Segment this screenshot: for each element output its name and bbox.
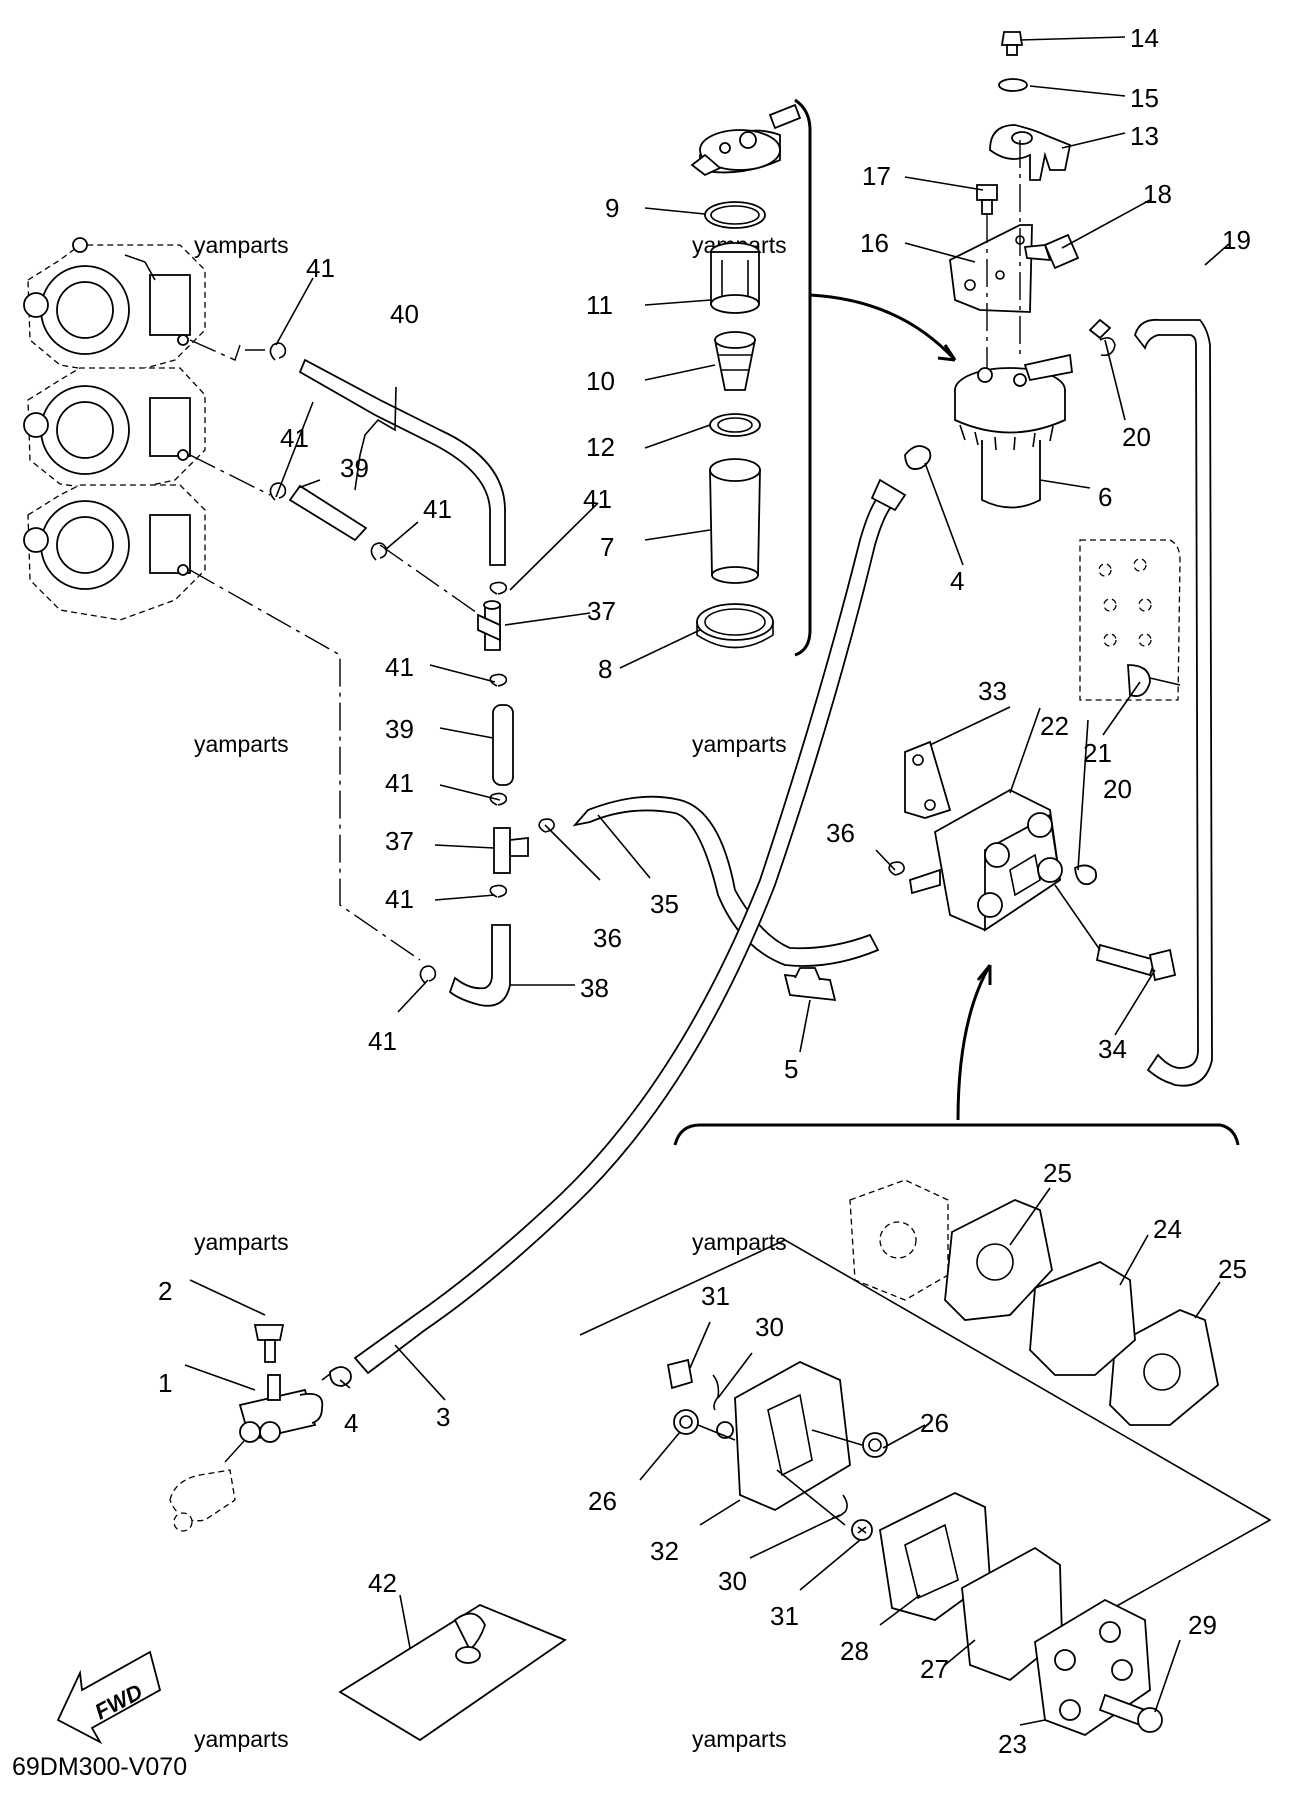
leader-lines: [184, 36, 1231, 1726]
diagram-code: 69DM300-V070: [12, 1753, 187, 1781]
part-label: 23: [998, 1729, 1027, 1759]
watermark: yamparts: [194, 1726, 289, 1752]
part-label: 15: [1130, 83, 1159, 113]
part-label: 42: [368, 1568, 397, 1598]
part-label: 25: [1218, 1254, 1247, 1284]
watermark: yamparts: [194, 1229, 289, 1255]
part-label: 29: [1188, 1610, 1217, 1640]
part-label: 28: [840, 1636, 869, 1666]
carburetor-assembly: [23, 237, 206, 621]
fwd-arrow: FWD: [56, 1650, 162, 1745]
part-label: 2: [158, 1276, 172, 1306]
manual-pouch: [338, 1603, 567, 1742]
part-label: 20: [1103, 774, 1132, 804]
part-label: 1: [158, 1368, 172, 1398]
part-label: 8: [598, 654, 612, 684]
part-label: 18: [1143, 179, 1172, 209]
main-fuel-line: [353, 478, 907, 1375]
part-label: 27: [920, 1654, 949, 1684]
watermark: yamparts: [692, 1229, 787, 1255]
part-label: 40: [390, 299, 419, 329]
part-label: 13: [1130, 121, 1159, 151]
part-label: 4: [950, 566, 964, 596]
part-label: 37: [385, 826, 414, 856]
part-label: 41: [306, 253, 335, 283]
part-label: 9: [605, 193, 619, 223]
part-label: 21: [1083, 738, 1112, 768]
watermark: yamparts: [692, 731, 787, 757]
part-label: 5: [784, 1054, 798, 1084]
part-label: 41: [280, 423, 309, 453]
watermark: yamparts: [194, 232, 289, 258]
watermark: yamparts: [194, 731, 289, 757]
part-label: 10: [586, 366, 615, 396]
part-label: 37: [587, 596, 616, 626]
part-labels: 1 2 3 4 4 5 6 7 8 9 10 11 12 13 14 15 16…: [158, 23, 1251, 1759]
part-label: 26: [588, 1486, 617, 1516]
part-label: 14: [1130, 23, 1159, 53]
fuel-pump-assembly: [904, 740, 1177, 1121]
part-label: 6: [1098, 482, 1112, 512]
part-label: 35: [650, 889, 679, 919]
hose-clip: [783, 967, 837, 1002]
part-label: 11: [586, 290, 613, 320]
watermark: yamparts: [692, 1726, 787, 1752]
part-label: 3: [436, 1402, 450, 1432]
part-label: 36: [593, 923, 622, 953]
part-label: 41: [385, 884, 414, 914]
fuel-joint: [169, 1324, 352, 1532]
part-label: 36: [826, 818, 855, 848]
fuel-hose-network: [189, 339, 905, 1007]
part-label: 33: [978, 676, 1007, 706]
part-label: 4: [344, 1408, 358, 1438]
part-label: 16: [860, 228, 889, 258]
part-label: 41: [385, 768, 414, 798]
part-label: 30: [755, 1312, 784, 1342]
part-label: 41: [423, 494, 452, 524]
part-label: 24: [1153, 1214, 1182, 1244]
part-label: 20: [1122, 422, 1151, 452]
part-label: 38: [580, 973, 609, 1003]
part-label: 30: [718, 1566, 747, 1596]
part-label: 41: [368, 1026, 397, 1056]
part-label: 17: [862, 161, 891, 191]
part-label: 39: [340, 453, 369, 483]
fuel-pump-exploded: [579, 1123, 1272, 1737]
part-label: 34: [1098, 1034, 1127, 1064]
fuel-filter-exploded: [690, 98, 957, 657]
part-label: 31: [770, 1601, 799, 1631]
part-label: 41: [385, 652, 414, 682]
part-label: 12: [586, 432, 615, 462]
watermarks: yamparts yamparts yamparts yamparts yamp…: [194, 232, 787, 1752]
part-label: 39: [385, 714, 414, 744]
part-label: 41: [583, 484, 612, 514]
part-label: 26: [920, 1408, 949, 1438]
part-label: 32: [650, 1536, 679, 1566]
part-label: 19: [1222, 225, 1251, 255]
fuel-filter-assembly: [904, 31, 1213, 1087]
part-label: 31: [701, 1281, 730, 1311]
part-label: 22: [1040, 711, 1069, 741]
part-label: 7: [600, 532, 614, 562]
part-label: 25: [1043, 1158, 1072, 1188]
